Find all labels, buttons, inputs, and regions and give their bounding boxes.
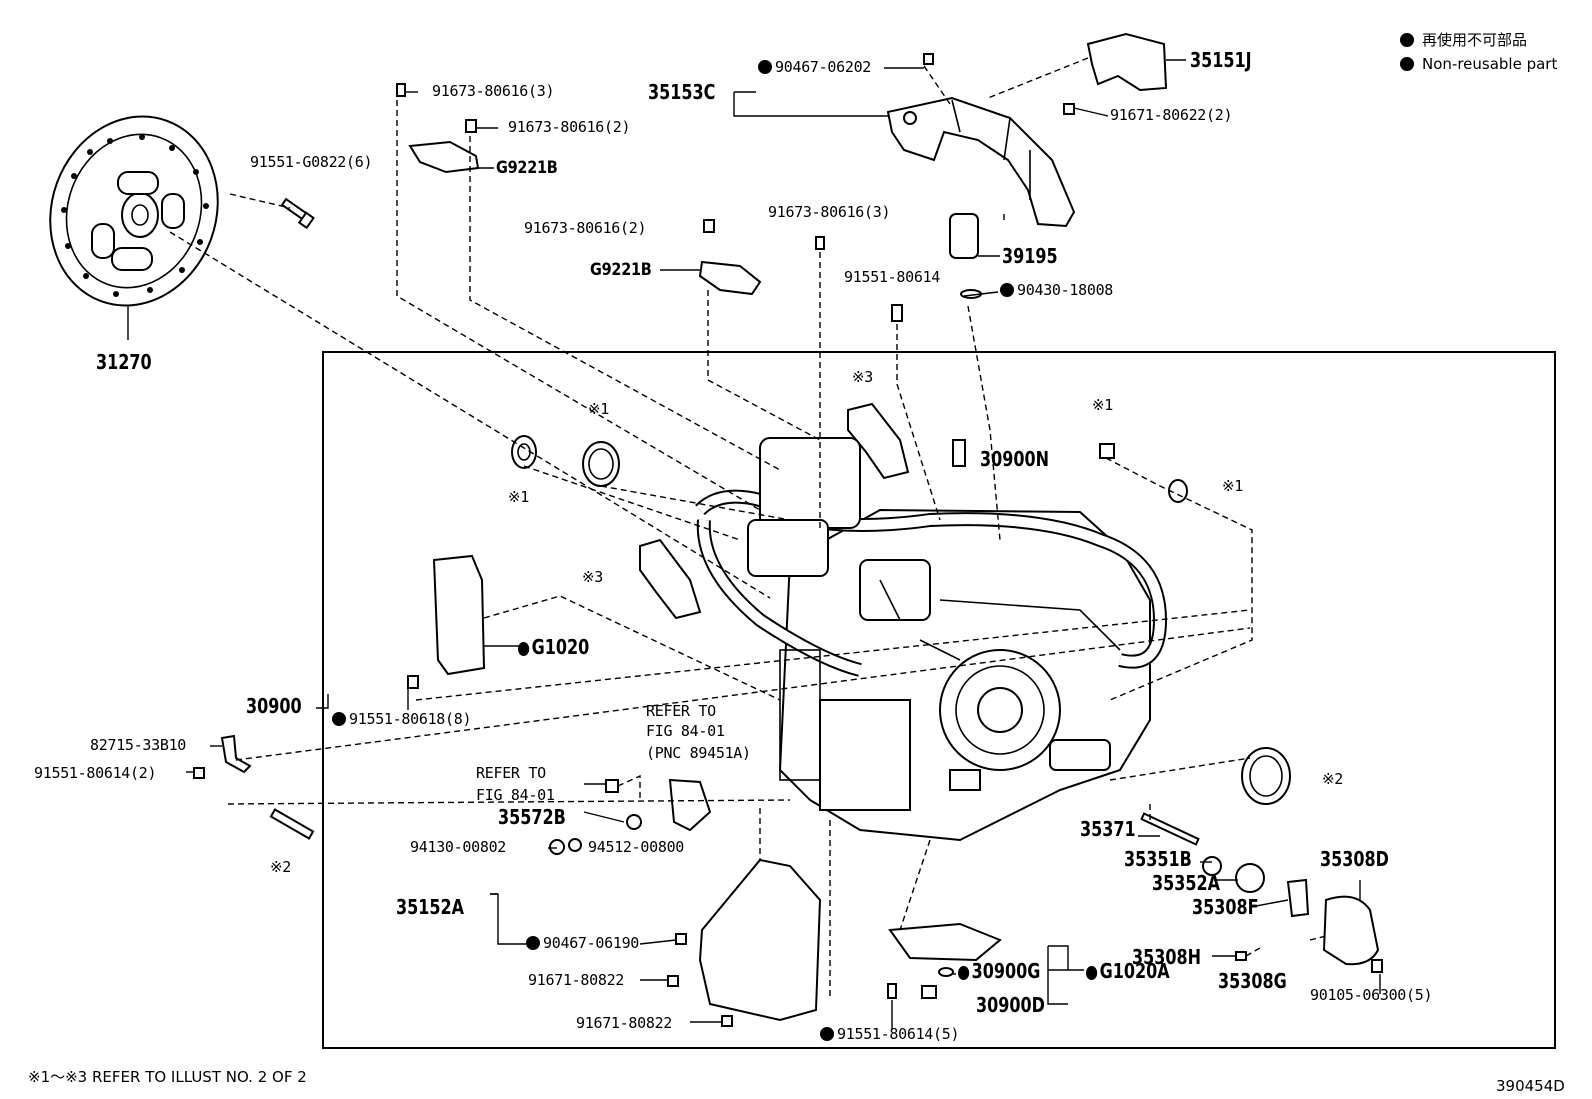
ref-mark-1-c: ※1 — [1092, 396, 1113, 414]
part-label-91673-80616-2a: 91673-80616(2) — [508, 118, 631, 136]
part-label-35352a: 35352A — [1152, 871, 1221, 895]
part-label-35351b: 35351B — [1124, 847, 1192, 871]
part-label-35308g: 35308G — [1218, 969, 1287, 993]
part-label-39195: 39195 — [1002, 244, 1058, 268]
alignment-lines — [169, 57, 1327, 1000]
part-label-91673-80616-3a: 91673-80616(3) — [432, 82, 555, 100]
part-label-30900g: 30900G — [958, 960, 1041, 982]
part-label-90430-18008: 90430-18008 — [1000, 281, 1113, 299]
ref-mark-3-a: ※3 — [852, 368, 873, 386]
ref-mark-2-b: ※2 — [270, 858, 291, 876]
part-label-35371: 35371 — [1080, 817, 1136, 841]
clutch-disc-drawing — [49, 115, 219, 307]
bracket-35153c-drawing — [886, 96, 1076, 228]
part-label-91673-80616-3b: 91673-80616(3) — [768, 203, 891, 221]
part-label-91551-80614: 91551-80614 — [844, 268, 941, 286]
part-label-35151j: 35151J — [1190, 48, 1252, 72]
illustration-code: 390454D — [1496, 1077, 1565, 1095]
part-label-94512-00800: 94512-00800 — [588, 838, 685, 856]
part-label-g9221b-upper: G9221B — [496, 158, 558, 178]
transaxle-housing-drawing — [695, 489, 1168, 842]
part-label-91551-80618: 91551-80618(8) — [332, 710, 472, 728]
part-label-30900: 30900 — [246, 694, 302, 718]
leader-lines — [186, 59, 1381, 1030]
part-label-91671-80822-b: 91671-80822 — [576, 1014, 673, 1032]
part-label-35308f: 35308F — [1192, 895, 1259, 919]
part-label-35153c: 35153C — [648, 80, 716, 104]
assembly-frame — [322, 351, 1556, 1049]
cover-g1020-drawing — [432, 554, 486, 676]
bolt-91551-g0822-drawing — [280, 197, 315, 230]
refer-note-b-line2: FIG 84-01 — [476, 786, 555, 804]
refer-note-a-line2: FIG 84-01 — [646, 722, 725, 740]
part-label-91671-80822-a: 91671-80822 — [528, 971, 625, 989]
part-label-30900d: 30900D — [976, 993, 1045, 1017]
part-label-91551-80614-2: 91551-80614(2) — [34, 764, 157, 782]
part-label-35152a: 35152A — [396, 895, 465, 919]
part-label-91671-80622: 91671-80622(2) — [1110, 106, 1233, 124]
legend-non-reusable-en: Non-reusable part — [1400, 52, 1557, 76]
part-label-g1020: G1020 — [518, 636, 590, 658]
part-label-91551-g0822: 91551-G0822(6) — [250, 153, 373, 171]
ref-mark-1-a: ※1 — [588, 400, 609, 418]
part-label-90467-06202: 90467-06202 — [758, 58, 871, 76]
refer-note-b-line1: REFER TO — [476, 764, 546, 782]
part-label-82715-33b10: 82715-33B10 — [90, 736, 187, 754]
cover-35151j-drawing — [1086, 32, 1168, 92]
part-label-94130-00802: 94130-00802 — [410, 838, 507, 856]
part-label-91673-80616-2b: 91673-80616(2) — [524, 219, 647, 237]
ref-mark-1-b: ※1 — [508, 488, 529, 506]
part-label-30900n: 30900N — [980, 447, 1050, 471]
legend-non-reusable-jp: 再使用不可部品 — [1400, 28, 1557, 52]
ref-mark-3-b: ※3 — [582, 568, 603, 586]
part-label-91551-80614-5: 91551-80614(5) — [820, 1025, 960, 1043]
part-label-90105-06300: 90105-06300(5) — [1310, 986, 1433, 1004]
part-label-90467-06190: 90467-06190 — [526, 934, 639, 952]
part-label-35572b: 35572B — [498, 805, 566, 829]
part-label-g9221b-lower: G9221B — [590, 260, 652, 280]
refer-note-a-line3: (PNC 89451A) — [646, 744, 751, 762]
legend: 再使用不可部品 Non-reusable part — [1400, 28, 1557, 76]
footer-note: ※1～※3 REFER TO ILLUST NO. 2 OF 2 — [28, 1068, 307, 1086]
ref-mark-2-a: ※2 — [1322, 770, 1343, 788]
part-label-g1020a: G1020A — [1086, 960, 1170, 982]
part-label-31270: 31270 — [96, 350, 152, 374]
cover-35152a-drawing — [698, 858, 822, 1022]
ref-mark-1-d: ※1 — [1222, 477, 1243, 495]
refer-note-a-line1: REFER TO — [646, 702, 716, 720]
part-label-35308d: 35308D — [1320, 847, 1389, 871]
